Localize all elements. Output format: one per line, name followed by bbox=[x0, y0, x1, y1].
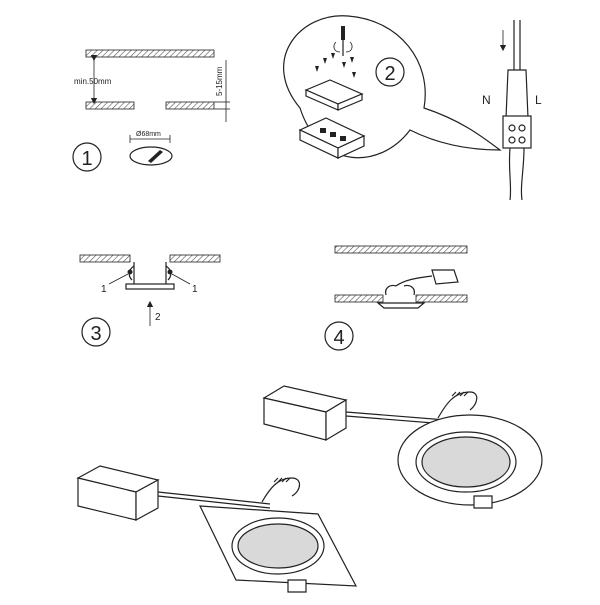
step-3-group: 1 1 2 3 bbox=[79, 254, 221, 347]
neutral-label: N bbox=[482, 93, 491, 107]
step-4-group: 4 bbox=[324, 245, 468, 351]
clip-label-left: 1 bbox=[101, 284, 107, 295]
min-depth-dimension: min.50mm bbox=[74, 54, 112, 105]
wiring-detail: N L bbox=[482, 20, 542, 201]
step-2-group: 2 N L bbox=[283, 15, 542, 201]
ceiling-lower-board-right bbox=[165, 101, 215, 110]
step-3-badge: 3 bbox=[81, 317, 111, 347]
square-downlight-product bbox=[76, 465, 358, 593]
step-2-number: 2 bbox=[384, 63, 395, 85]
terminal-box-cover bbox=[304, 79, 364, 111]
step-1-badge: 1 bbox=[72, 142, 102, 172]
ceiling-upper-board-step4 bbox=[334, 245, 468, 254]
step-1-number: 1 bbox=[81, 148, 92, 170]
live-label: L bbox=[535, 93, 542, 107]
screwdriver-icon bbox=[333, 26, 353, 56]
ceiling-board-right bbox=[169, 254, 221, 263]
ceiling-lower-board-left bbox=[85, 101, 135, 110]
clip-label-right: 1 bbox=[192, 284, 198, 295]
step-4-number: 4 bbox=[333, 327, 344, 349]
round-downlight-product bbox=[262, 385, 543, 509]
installed-downlight bbox=[376, 269, 459, 309]
ceiling-upper-board bbox=[85, 49, 215, 58]
ceiling-lower-board-step4-right bbox=[415, 294, 468, 303]
step-2-badge: 2 bbox=[375, 57, 405, 87]
step-1-group: min.50mm 5-15mm Ø68mm 1 bbox=[72, 49, 230, 172]
ceiling-board-left bbox=[79, 254, 131, 263]
step-3-number: 3 bbox=[90, 323, 101, 345]
terminal-box-base bbox=[298, 117, 366, 159]
screw-icons bbox=[315, 53, 356, 78]
downlight-side-view bbox=[125, 262, 175, 290]
magnifier-bubble bbox=[283, 15, 502, 159]
hole-diameter-label: Ø68mm bbox=[136, 131, 161, 138]
thickness-label: 5-15mm bbox=[215, 66, 224, 96]
hole-cut-figure: Ø68mm bbox=[129, 131, 173, 166]
ceiling-lower-board-step4-left bbox=[334, 294, 384, 303]
min-depth-label: min.50mm bbox=[74, 77, 112, 86]
step-4-badge: 4 bbox=[324, 321, 354, 351]
thickness-dimension: 5-15mm bbox=[214, 60, 230, 122]
push-label: 2 bbox=[155, 312, 161, 323]
